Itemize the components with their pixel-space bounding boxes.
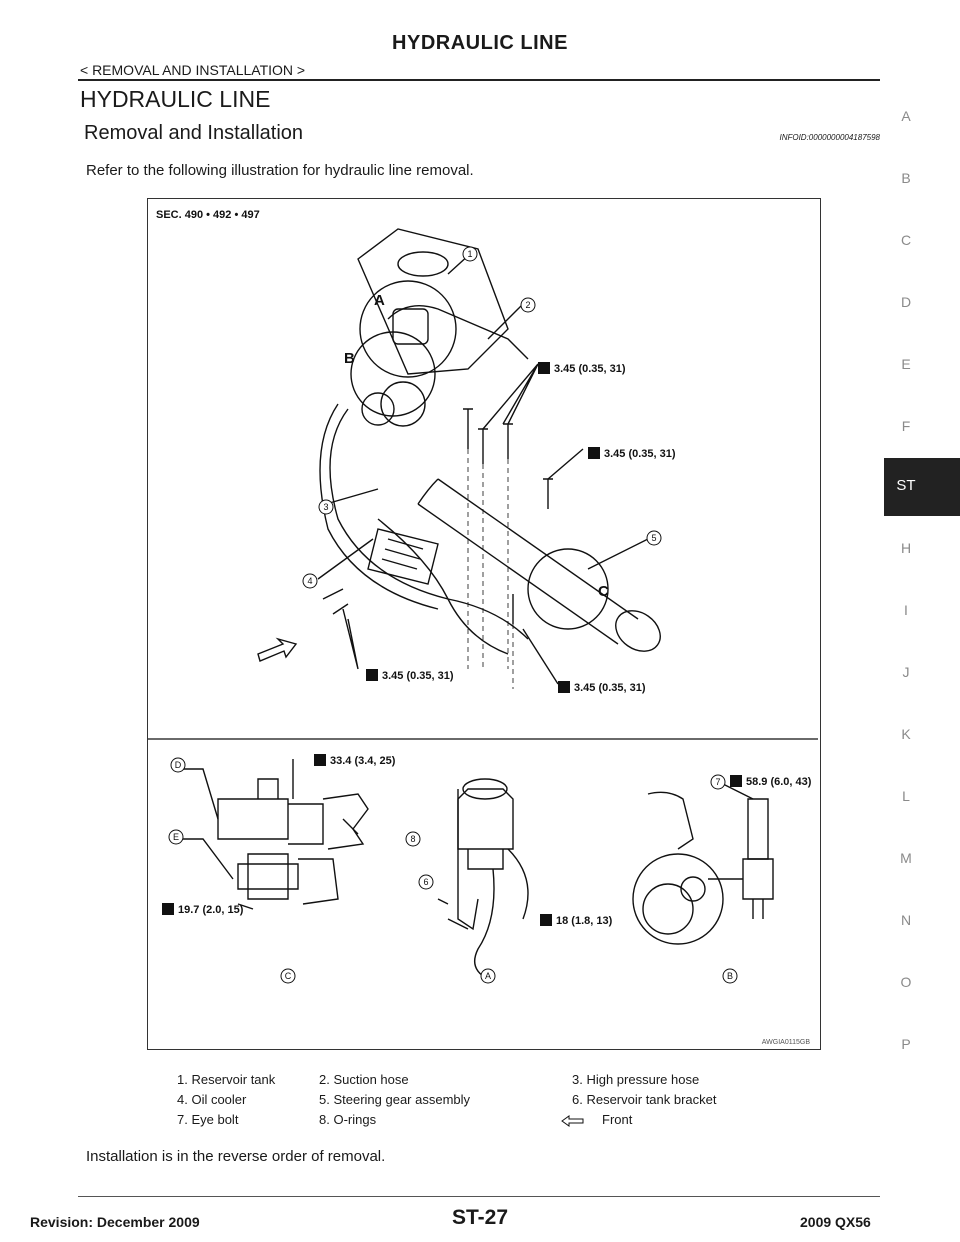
- index-letter-d[interactable]: D: [900, 294, 912, 310]
- callout-5: 5: [651, 533, 656, 543]
- index-letter-n[interactable]: N: [900, 912, 912, 928]
- footer-divider: [78, 1196, 880, 1197]
- index-letter-l[interactable]: L: [902, 788, 910, 804]
- index-letter-o[interactable]: O: [900, 974, 912, 990]
- index-letter-b[interactable]: B: [901, 170, 911, 186]
- front-arrow-icon: [561, 1115, 584, 1127]
- circle-letter-c: C: [285, 971, 292, 981]
- page-number: ST-27: [451, 1206, 509, 1229]
- torque-label-7: 19.7 (2.0, 15): [178, 904, 244, 916]
- circle-letter-e: E: [173, 832, 179, 842]
- legend-item: 2. Suction hose: [319, 1072, 409, 1087]
- index-tab-st-active[interactable]: ST: [884, 458, 960, 516]
- legend-item: 8. O-rings: [319, 1112, 377, 1127]
- intro-text: Refer to the following illustration for …: [86, 162, 474, 179]
- index-letter-j[interactable]: J: [902, 664, 910, 680]
- legend-item: 7. Eye bolt: [177, 1112, 239, 1127]
- torque-label-6: 58.9 (6.0, 43): [746, 776, 812, 788]
- legend-item: 4. Oil cooler: [177, 1092, 247, 1107]
- callout-2: 2: [525, 300, 530, 310]
- index-letter-c[interactable]: C: [900, 232, 912, 248]
- torque-label-2: 3.45 (0.35, 31): [604, 448, 676, 460]
- callout-7: 7: [715, 777, 720, 787]
- letter-b: B: [344, 350, 355, 367]
- hydraulic-line-illustration: SEC. 490 • 492 • 497 3.45 (0.35, 31) 3.4…: [147, 198, 821, 1050]
- circle-letter-a: A: [485, 971, 491, 981]
- callout-3: 3: [323, 502, 328, 512]
- index-letter-p[interactable]: P: [901, 1036, 911, 1052]
- legend-item: 6. Reservoir tank bracket: [572, 1092, 717, 1107]
- circle-letter-d: D: [175, 760, 182, 770]
- page-header-subtitle: < REMOVAL AND INSTALLATION >: [80, 62, 306, 78]
- torque-label-8: 18 (1.8, 13): [556, 915, 613, 927]
- letter-a: A: [374, 292, 385, 309]
- installation-note: Installation is in the reverse order of …: [86, 1148, 386, 1165]
- torque-label-1: 3.45 (0.35, 31): [554, 363, 626, 375]
- info-id: INFOID:0000000004187598: [779, 133, 880, 142]
- index-letter-f[interactable]: F: [901, 418, 911, 434]
- figure-code: AWGIA0115GB: [762, 1039, 811, 1046]
- index-tab-st-label: ST: [896, 477, 916, 494]
- parts-legend: 1. Reservoir tank 2. Suction hose 3. Hig…: [147, 1068, 827, 1136]
- page-header-title: HYDRAULIC LINE: [392, 32, 568, 54]
- index-letter-a[interactable]: A: [901, 108, 911, 124]
- legend-item-front: Front: [602, 1112, 633, 1127]
- callout-1: 1: [467, 249, 472, 259]
- section-heading: HYDRAULIC LINE: [80, 86, 271, 112]
- circle-letter-b: B: [727, 971, 733, 981]
- header-divider: [78, 79, 880, 81]
- callout-8: 8: [410, 834, 415, 844]
- index-letter-h[interactable]: H: [900, 540, 912, 556]
- figure-section-label: SEC. 490 • 492 • 497: [156, 209, 260, 221]
- index-letter-e[interactable]: E: [901, 356, 911, 372]
- model-year: 2009 QX56: [800, 1214, 871, 1230]
- index-letter-k[interactable]: K: [901, 726, 911, 742]
- index-letter-m[interactable]: M: [900, 850, 912, 866]
- legend-item: 1. Reservoir tank: [177, 1072, 276, 1087]
- torque-label-3: 3.45 (0.35, 31): [382, 670, 454, 682]
- index-letter-i[interactable]: I: [904, 602, 908, 618]
- section-subheading: Removal and Installation: [84, 122, 304, 144]
- legend-item: 3. High pressure hose: [572, 1072, 700, 1087]
- letter-c: C: [598, 583, 609, 600]
- torque-label-4: 3.45 (0.35, 31): [574, 682, 646, 694]
- legend-item: 5. Steering gear assembly: [319, 1092, 471, 1107]
- callout-4: 4: [307, 576, 312, 586]
- callout-6: 6: [423, 877, 428, 887]
- torque-label-5: 33.4 (3.4, 25): [330, 755, 396, 767]
- revision-date: Revision: December 2009: [30, 1214, 200, 1230]
